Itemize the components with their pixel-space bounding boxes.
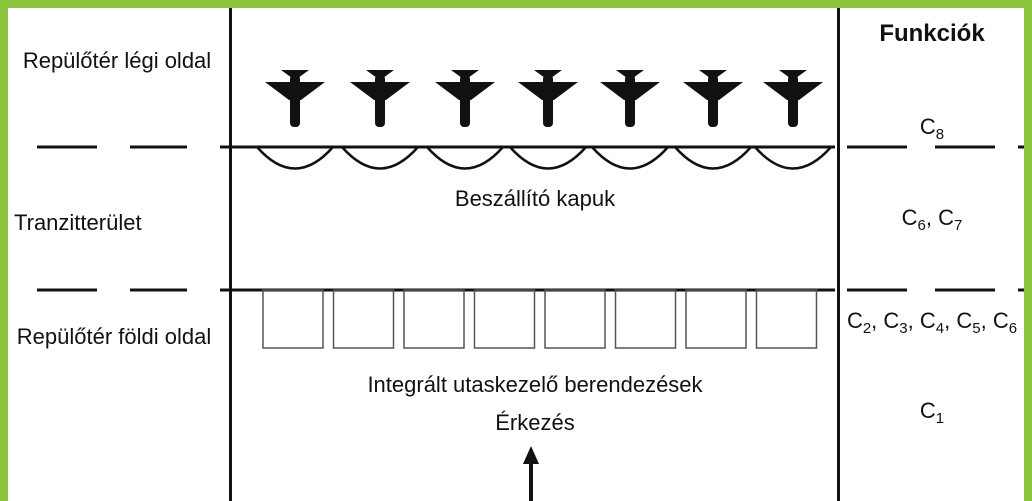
- gates-label: Beszállító kapuk: [454, 186, 616, 211]
- airplane-icon: [763, 70, 823, 127]
- functions-header: Funkciók: [879, 20, 985, 47]
- gate-arc: [509, 146, 587, 170]
- arrival-label: Érkezés: [495, 410, 575, 435]
- function-code: C3: [883, 308, 908, 337]
- airplanes: [265, 70, 823, 127]
- airside-label: Repülőtér légi oldal: [22, 48, 212, 73]
- function-code: C2: [846, 308, 872, 337]
- function-code: C7: [938, 205, 963, 234]
- check-in-desk: [403, 289, 465, 349]
- landside-label: Repülőtér földi oldal: [16, 324, 212, 349]
- check-in-desk: [755, 289, 818, 349]
- airplane-icon: [435, 70, 495, 127]
- gate-arc: [256, 146, 334, 170]
- function-row-landside: C2, C3, C4, C5, C6: [846, 308, 1018, 337]
- airplane-icon: [600, 70, 660, 127]
- check-in-desk: [473, 289, 536, 349]
- gate-arc: [754, 146, 832, 170]
- function-row-airside: C8: [842, 112, 1022, 142]
- frame-left-border: [0, 0, 8, 501]
- function-code: C1: [919, 398, 945, 427]
- right-divider: [837, 8, 840, 501]
- left-divider: [229, 8, 232, 501]
- function-row-arrival: C1: [842, 396, 1022, 426]
- function-code: C4: [919, 308, 945, 337]
- integrated-label: Integrált utaskezelő berendezések: [367, 372, 703, 397]
- function-code: C6: [901, 205, 926, 234]
- check-in-desks: [262, 289, 818, 349]
- transit-label: Tranzitterület: [14, 210, 142, 235]
- gate-arc: [341, 146, 419, 170]
- airplane-icon: [683, 70, 743, 127]
- airplane-icon: [265, 70, 325, 127]
- check-in-desk: [262, 289, 324, 349]
- frame-right-border: [1024, 0, 1032, 501]
- gate-arc: [426, 146, 504, 170]
- function-code: C5: [956, 308, 981, 337]
- gate-arc: [674, 146, 752, 170]
- check-in-desk: [544, 289, 606, 349]
- gate-arc: [591, 146, 669, 170]
- frame-top-border: [0, 0, 1032, 8]
- airplane-icon: [518, 70, 578, 127]
- arrival-arrow-icon: [523, 446, 539, 501]
- function-row-transit: C6, C7: [901, 205, 963, 234]
- function-code: C8: [919, 114, 945, 143]
- gate-arcs: [256, 146, 832, 170]
- function-code: C6: [992, 308, 1018, 337]
- check-in-desk: [332, 289, 395, 349]
- check-in-desk: [614, 289, 677, 349]
- airplane-icon: [350, 70, 410, 127]
- check-in-desk: [685, 289, 747, 349]
